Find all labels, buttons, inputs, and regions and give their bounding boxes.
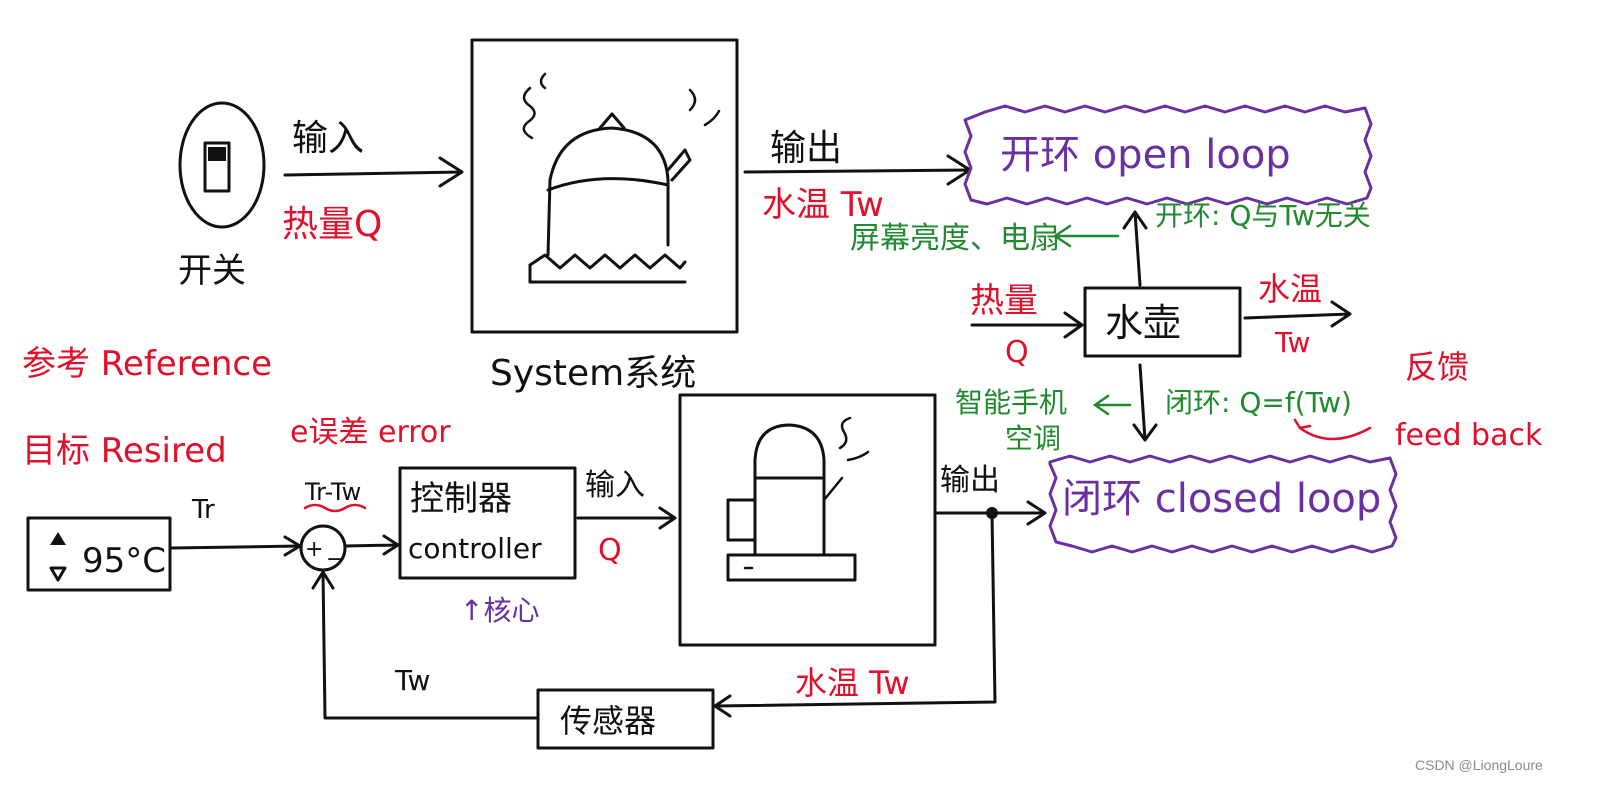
kettle-box — [1083, 286, 1242, 358]
phone-arrow — [1092, 394, 1132, 416]
middle-output-arrow — [1243, 300, 1352, 328]
open-note-label: 开环: Q与Tw无关 — [1155, 199, 1371, 232]
setpoint-display — [26, 516, 172, 592]
plus-sign: + — [305, 537, 323, 562]
middle-heat-label: 热量 — [970, 281, 1038, 321]
feedback-curve-head — [1293, 418, 1312, 430]
closed-loop-box — [1048, 454, 1398, 554]
bottom-q-label: Q — [598, 533, 622, 568]
setpoint-value: 95°C — [82, 541, 166, 581]
middle-heat-arrow — [970, 311, 1084, 339]
kettle-on-stove-icon — [522, 72, 721, 284]
screen-fan-label: 屏幕亮度、电扇 — [850, 221, 1060, 256]
closed-loop-label: 闭环 closed loop — [1062, 476, 1381, 522]
system-label: System系统 — [490, 353, 696, 394]
error-label: e误差 error — [290, 415, 451, 450]
phone-label: 智能手机 — [955, 386, 1067, 419]
screen-fan-arrow — [1052, 224, 1120, 248]
feedback-en-label: feed back — [1395, 418, 1543, 453]
error-arrow — [343, 534, 400, 556]
controller-en-label: controller — [408, 532, 542, 565]
controller-cn-label: 控制器 — [410, 479, 512, 519]
feedback-tw-label: Tw — [394, 664, 430, 697]
kettle-down-arrow — [1132, 363, 1158, 442]
middle-water-temp-label: 水温 — [1258, 270, 1322, 308]
switch-label: 开关 — [178, 251, 246, 291]
controller-box — [398, 466, 577, 580]
open-loop-label: 开环 open loop — [1000, 132, 1291, 178]
bottom-water-temp-label: 水温 Tw — [795, 664, 910, 702]
ac-label: 空调 — [1005, 422, 1061, 455]
reference-label: 参考 Reference — [22, 344, 272, 384]
sensor-label: 传感器 — [560, 702, 656, 740]
top-water-temp-label: 水温 Tw — [762, 185, 884, 225]
closed-note-label: 闭环: Q=f(Tw) — [1165, 386, 1352, 419]
feedback-path-left — [311, 570, 540, 720]
plant-box — [678, 393, 937, 647]
tr-label: Tr — [191, 495, 215, 525]
middle-q-label: Q — [1005, 335, 1029, 370]
summing-junction — [299, 524, 347, 572]
feedback-path-right — [713, 511, 997, 718]
bottom-output-label: 输出 — [940, 463, 1000, 498]
tr-tw-label: Tr-Tw — [304, 478, 361, 506]
kettle-up-arrow — [1122, 210, 1148, 287]
core-label: ↑核心 — [460, 594, 539, 627]
bottom-input-arrow — [576, 506, 677, 530]
minus-sign: − — [326, 547, 344, 572]
top-input-arrow — [283, 156, 464, 188]
watermark: CSDN @LiongLoure — [1415, 757, 1543, 773]
water-dispenser-icon — [726, 416, 870, 582]
up-triangle-icon — [50, 532, 66, 545]
top-heat-q-label: 热量Q — [282, 204, 382, 245]
middle-tw-label: Tw — [1274, 326, 1310, 359]
feedback-curve — [1298, 426, 1372, 441]
top-input-label: 输入 — [292, 118, 364, 159]
feedback-cn-label: 反馈 — [1405, 348, 1469, 386]
open-loop-box — [963, 104, 1373, 206]
tr-tw-underline — [303, 503, 367, 513]
switch-icon — [178, 101, 266, 229]
kettle-label: 水壶 — [1105, 301, 1181, 345]
desired-label: 目标 Resired — [22, 431, 227, 471]
down-triangle-icon — [49, 566, 67, 582]
bottom-input-label: 输入 — [585, 468, 645, 503]
tr-arrow — [170, 535, 302, 557]
top-output-label: 输出 — [770, 128, 842, 169]
system-box — [470, 38, 739, 334]
